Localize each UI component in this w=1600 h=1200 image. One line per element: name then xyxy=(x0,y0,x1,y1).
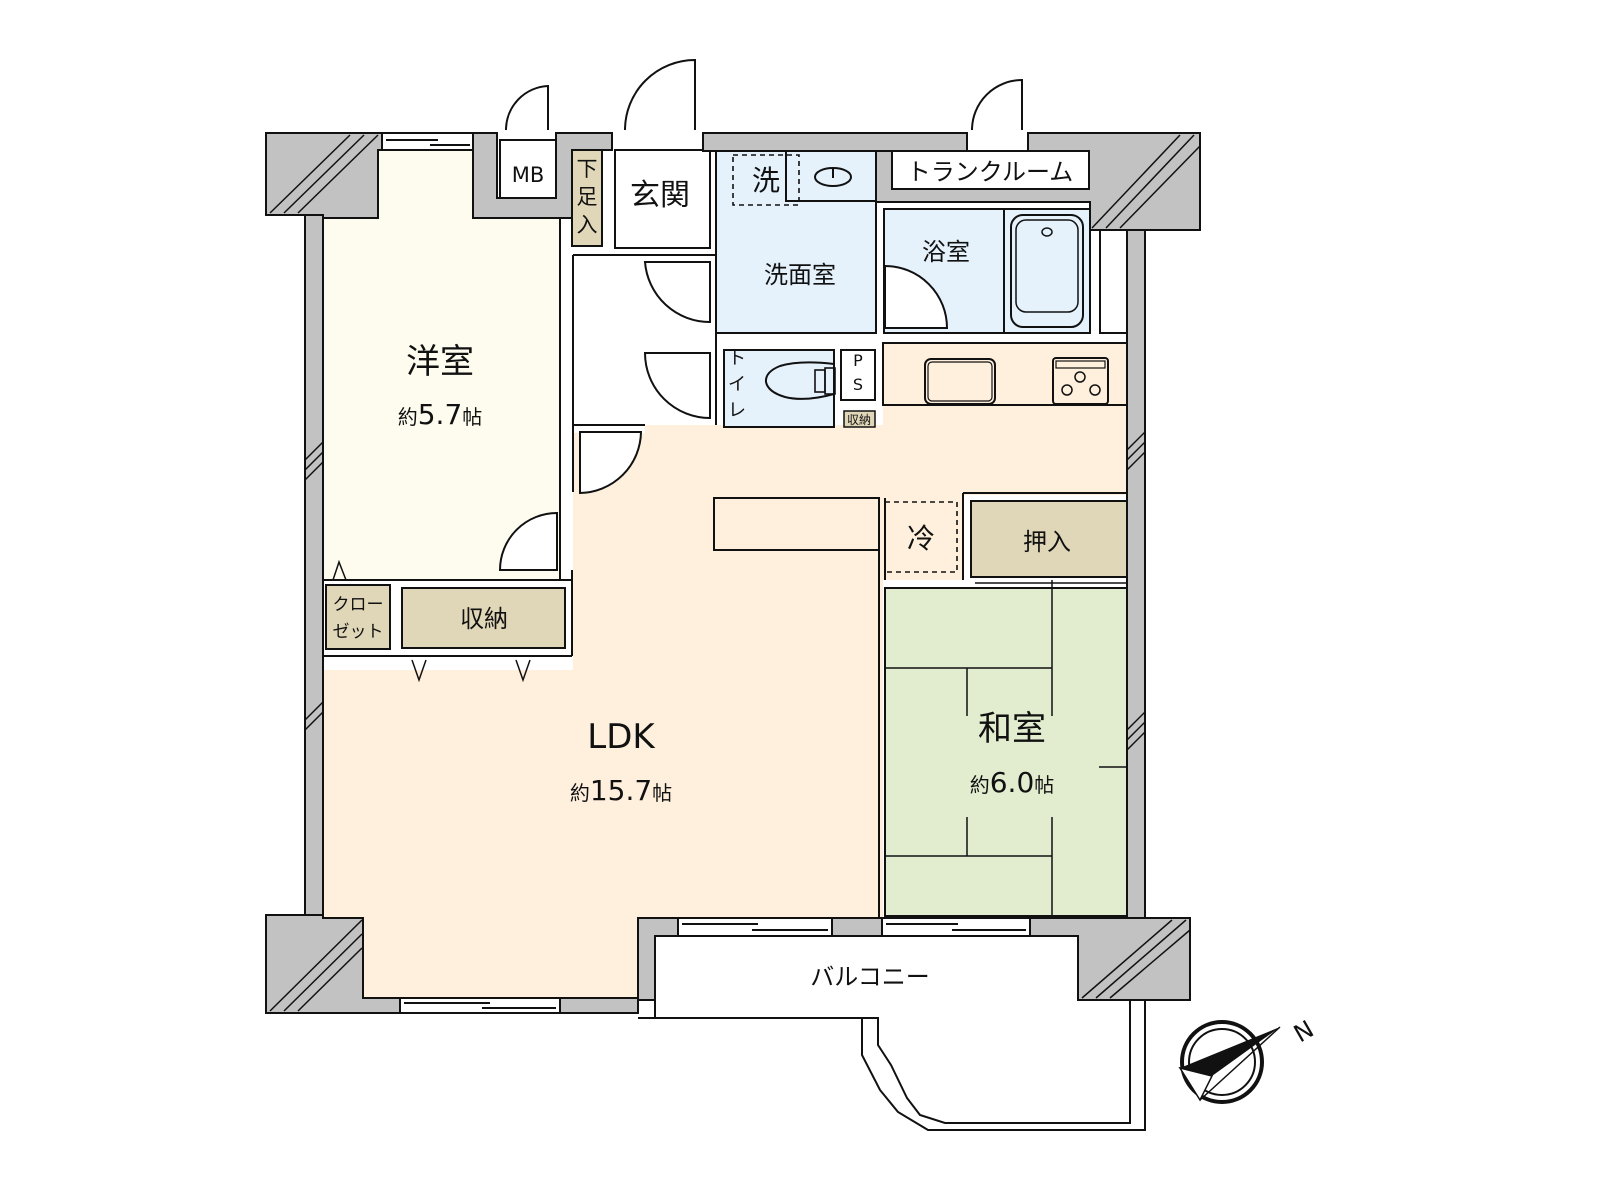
oshiire-label: 押入 xyxy=(1023,528,1071,556)
meter-box-label: MB xyxy=(512,163,545,187)
japanese-room-area: 約6.0帖 xyxy=(970,766,1055,799)
toilet-label-1: ト xyxy=(728,348,746,369)
ldk-area: 約15.7帖 xyxy=(570,774,672,807)
closet-storage xyxy=(325,584,391,650)
toilet-storage xyxy=(843,410,876,428)
kitchen-sink-icon xyxy=(924,358,996,405)
wall-top-mb xyxy=(472,132,613,219)
pipe-space xyxy=(840,349,876,401)
trunk-room xyxy=(891,150,1090,190)
entrance-label: 玄関 xyxy=(630,178,690,213)
shoe-box-label-2: 足 xyxy=(577,185,598,209)
refrigerator-label: 冷 xyxy=(907,522,935,555)
washer-label: 洗 xyxy=(752,164,780,197)
shoe-box-label-3: 入 xyxy=(577,213,598,237)
bathtub-icon xyxy=(1010,214,1084,328)
kitchen-counter xyxy=(882,342,1128,406)
western-room-area: 約5.7帖 xyxy=(398,398,483,431)
closet-label-1: クロー xyxy=(333,595,384,615)
western-room-label: 洋室 xyxy=(406,342,474,382)
ldk-label: LDK xyxy=(587,717,656,757)
toilet-icon xyxy=(764,361,836,400)
wall-right xyxy=(1126,229,1146,919)
closet-label-2: ゼット xyxy=(333,622,384,642)
island-counter xyxy=(713,497,880,551)
trunk-room-label: トランクルーム xyxy=(907,158,1074,186)
wall-top-center xyxy=(702,132,968,152)
balcony-label: バルコニー xyxy=(810,963,930,991)
toilet-label-2: イ xyxy=(728,374,746,395)
pipe-space-label-1: P xyxy=(853,351,863,370)
wall-left xyxy=(304,214,324,919)
door-swings xyxy=(498,58,1023,571)
washer-space xyxy=(732,154,800,206)
washbasin-counter xyxy=(785,150,877,202)
washroom-label: 洗面室 xyxy=(764,261,836,289)
compass-north-label: N xyxy=(1289,1015,1319,1048)
toilet-label-3: レ xyxy=(728,400,746,421)
windows xyxy=(381,132,1031,1014)
balcony-outline xyxy=(638,935,1146,1131)
wall-corner-bl xyxy=(265,914,401,1014)
closet-door-markers xyxy=(332,559,531,683)
tatami-lines xyxy=(885,580,1127,916)
refrigerator-space xyxy=(884,501,958,573)
shoe-box-label-1: 下 xyxy=(577,157,598,181)
japanese-room-label: 和室 xyxy=(978,709,1046,749)
ldk-floor xyxy=(323,405,1127,998)
stove-icon xyxy=(1052,357,1109,405)
entrance-floor xyxy=(614,149,711,249)
japanese-room-floor xyxy=(884,587,1128,917)
storage-unit xyxy=(401,587,566,649)
toilet-storage-label: 収納 xyxy=(847,413,871,427)
storage-label: 収納 xyxy=(460,605,508,633)
pipe-space-label-2: S xyxy=(853,375,863,394)
bathroom-label: 浴室 xyxy=(922,238,970,266)
compass-icon xyxy=(1178,1020,1281,1104)
wall-corner-tl xyxy=(265,132,383,219)
shoe-box xyxy=(571,149,603,247)
oshiire-storage xyxy=(970,500,1128,578)
